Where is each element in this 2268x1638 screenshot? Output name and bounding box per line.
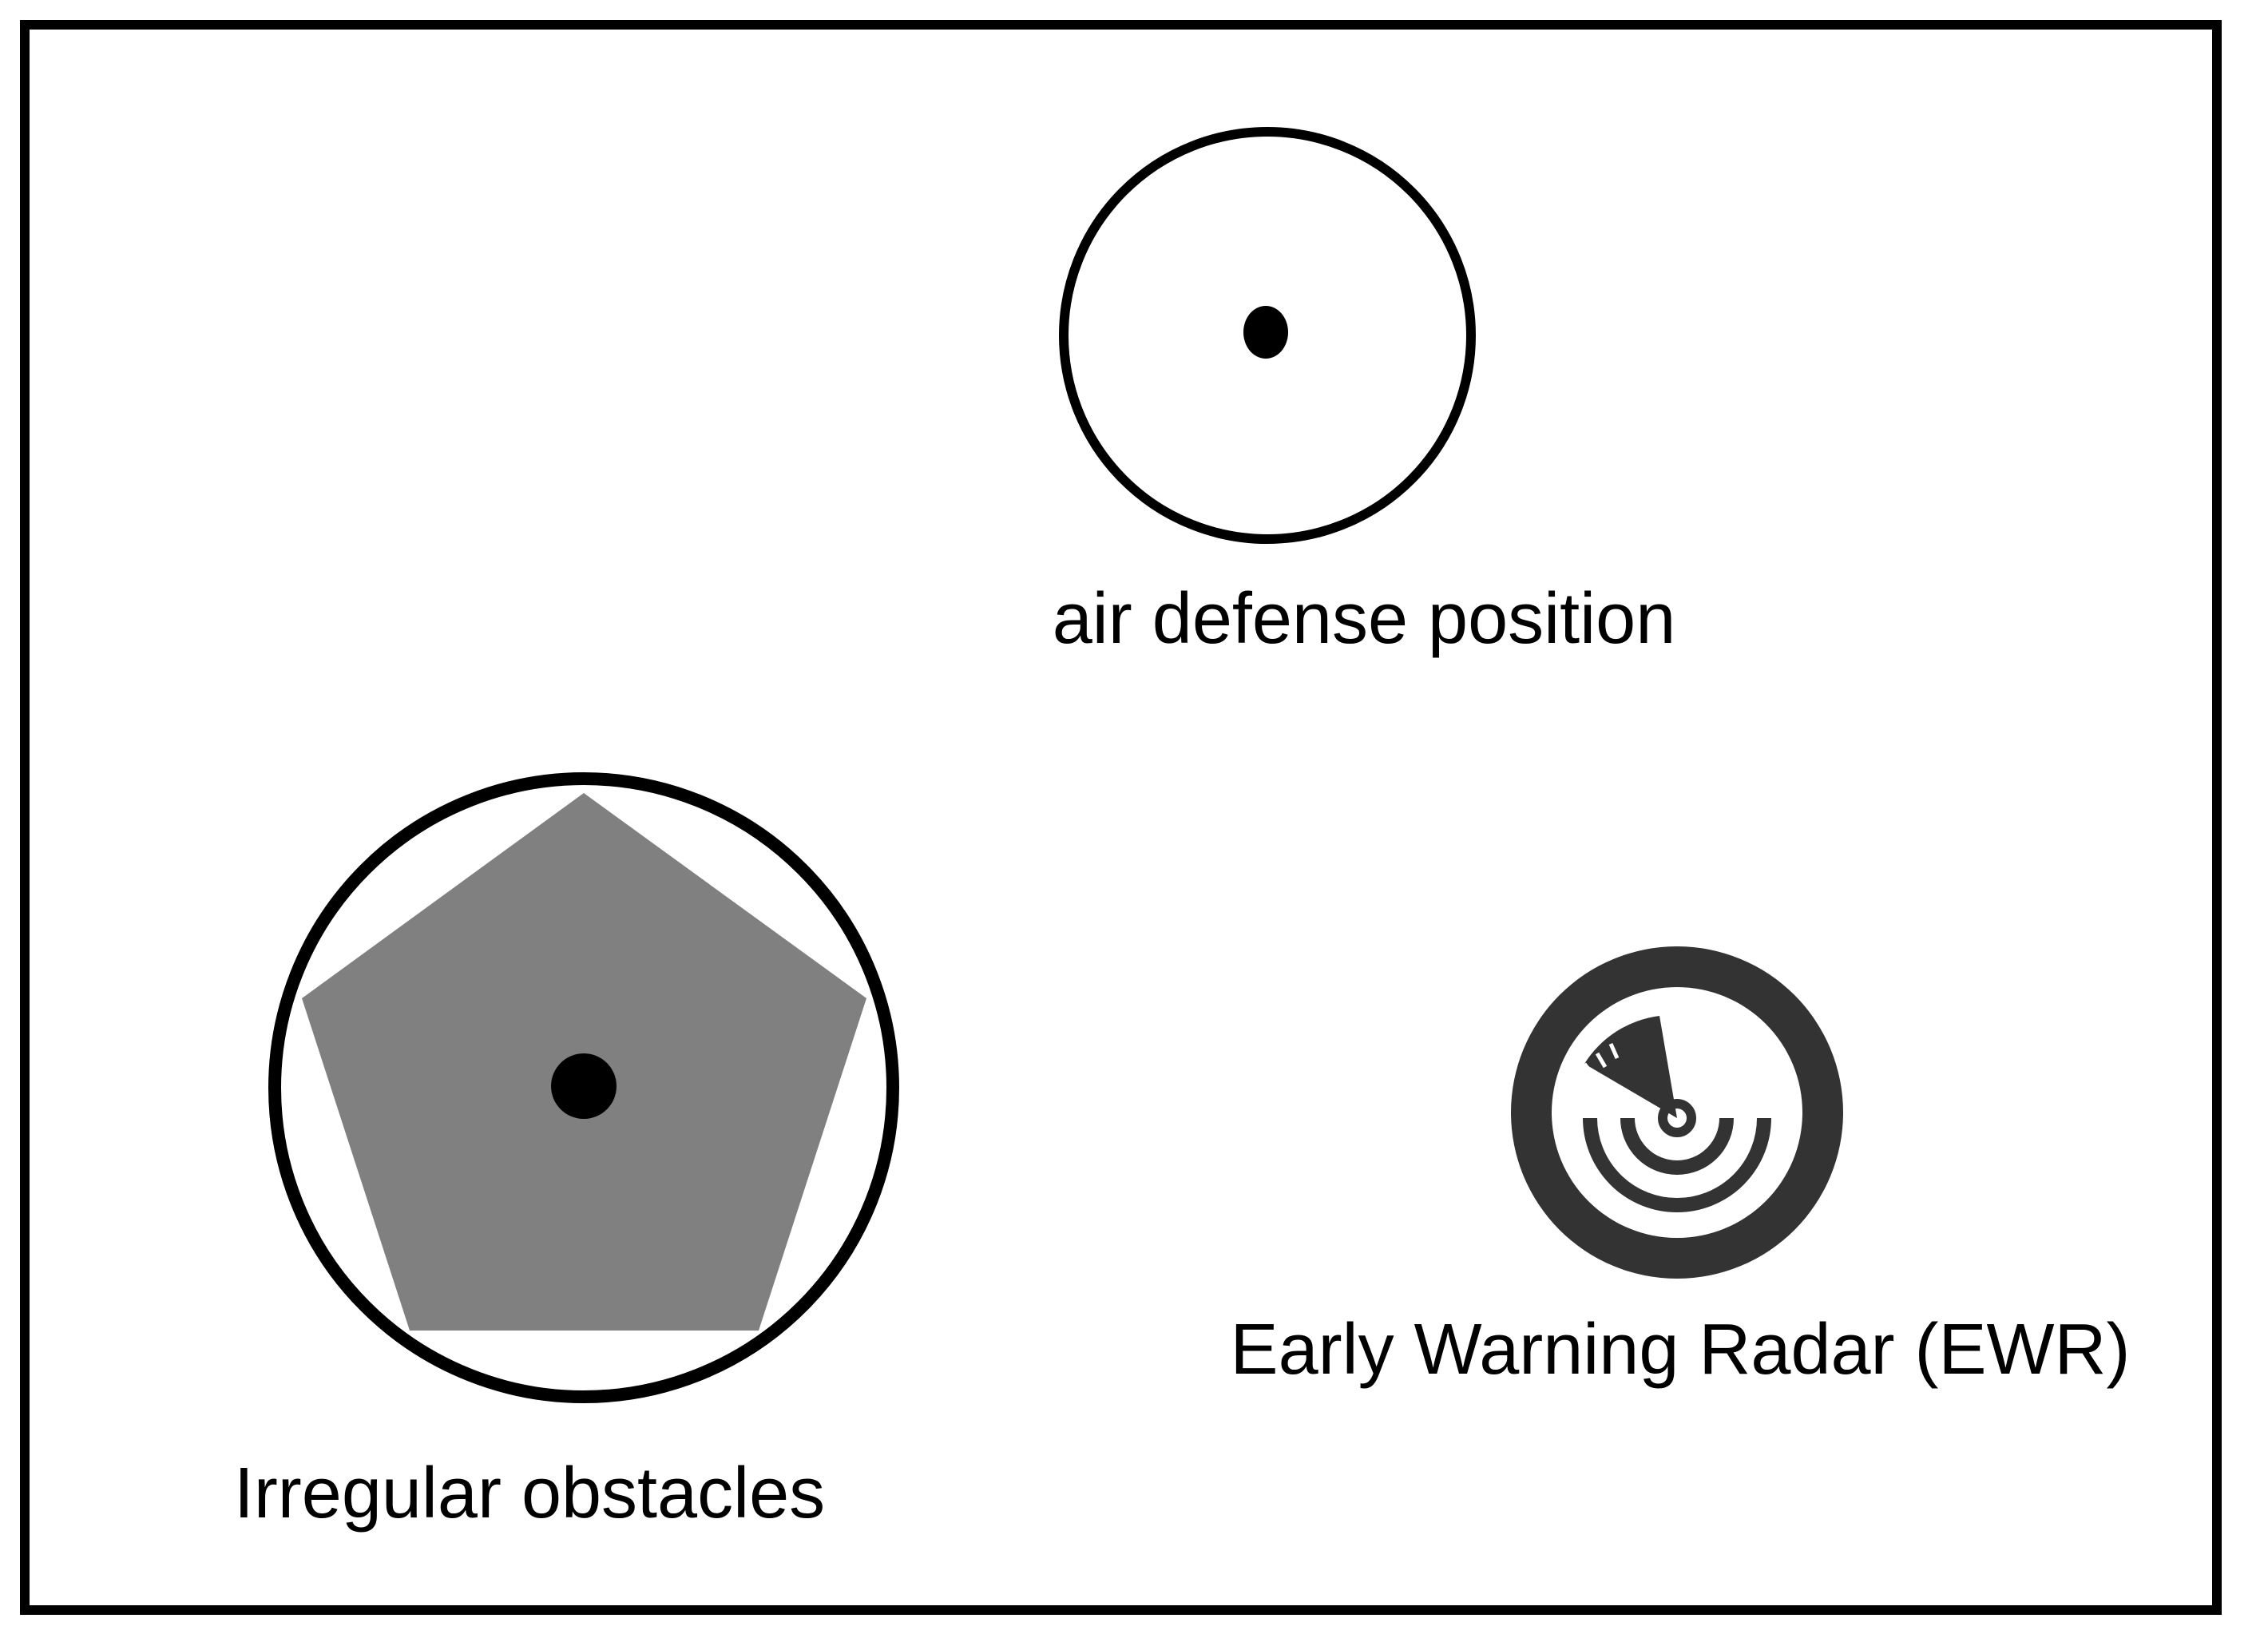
air-defense-item: air defense position xyxy=(1053,127,1676,659)
pentagon-obstacle-icon xyxy=(268,772,899,1403)
radar-label: Early Warning Radar (EWR) xyxy=(1231,1310,2131,1390)
air-defense-label: air defense position xyxy=(1053,579,1676,659)
obstacle-label: Irregular obstacles xyxy=(234,1454,825,1533)
obstacle-item: Irregular obstacles xyxy=(234,772,899,1533)
radar-item: Early Warning Radar (EWR) xyxy=(1231,946,2131,1390)
legend-frame xyxy=(20,20,2222,1615)
radar-icon xyxy=(1511,946,1843,1279)
air-defense-circle-icon xyxy=(1059,127,1476,544)
